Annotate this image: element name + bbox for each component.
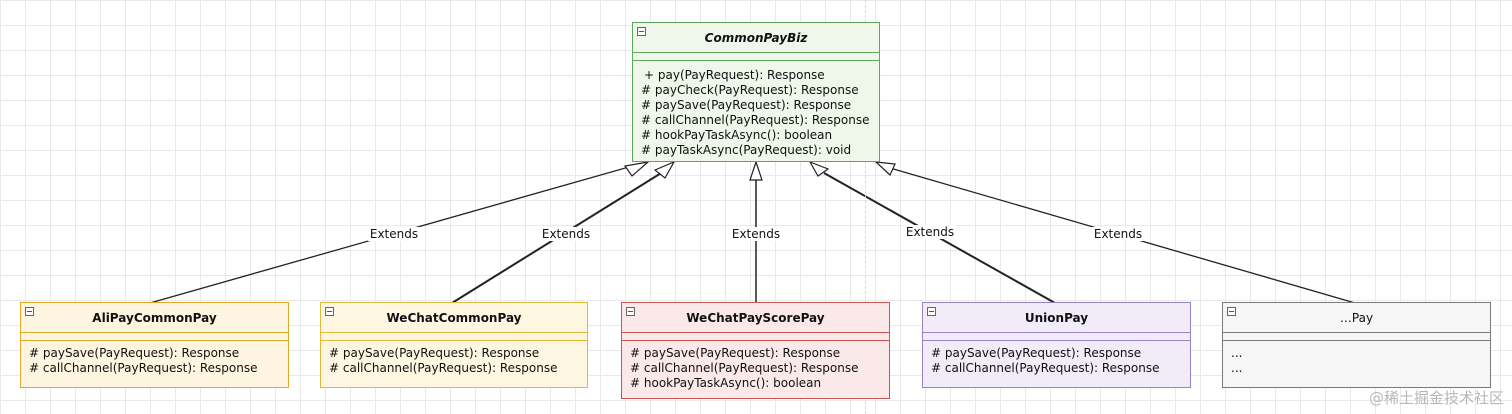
- operation: # paySave(PayRequest): Response: [29, 346, 240, 360]
- class-name: WeChatCommonPay: [386, 310, 522, 325]
- operations-compartment: ... ...: [1223, 341, 1490, 378]
- operation: # payCheck(PayRequest): Response: [641, 83, 859, 97]
- class-name: UnionPay: [1024, 310, 1089, 325]
- attributes-compartment: [21, 333, 288, 341]
- guide-line: [865, 0, 866, 414]
- class-header: CommonPayBiz: [633, 23, 879, 53]
- operations-compartment: + pay(PayRequest): Response # payCheck(P…: [633, 61, 879, 160]
- attributes-compartment: [1223, 333, 1490, 341]
- operation: # callChannel(PayRequest): Response: [931, 361, 1160, 375]
- operation: # callChannel(PayRequest): Response: [630, 361, 859, 375]
- class-unionpay[interactable]: UnionPay # paySave(PayRequest): Response…: [922, 302, 1191, 388]
- collapse-icon[interactable]: [927, 307, 936, 316]
- edge-label-unionpay: Extends: [903, 225, 957, 239]
- attributes-compartment: [622, 333, 889, 341]
- class-alipaycommonpay[interactable]: AliPayCommonPay # paySave(PayRequest): R…: [20, 302, 289, 388]
- collapse-icon[interactable]: [637, 27, 646, 36]
- operations-compartment: # paySave(PayRequest): Response # callCh…: [321, 341, 587, 378]
- attributes-compartment: [633, 53, 879, 61]
- collapse-icon[interactable]: [325, 307, 334, 316]
- attributes-compartment: [321, 333, 587, 341]
- watermark: @稀土掘金技术社区: [1368, 389, 1504, 407]
- edge-label-wechat: Extends: [539, 227, 593, 241]
- operation: ...: [1231, 361, 1243, 375]
- class-header: AliPayCommonPay: [21, 303, 288, 333]
- class-header: WeChatCommonPay: [321, 303, 587, 333]
- collapse-icon[interactable]: [626, 307, 635, 316]
- class-name: CommonPayBiz: [704, 30, 808, 45]
- class-header: WeChatPayScorePay: [622, 303, 889, 333]
- edge-label-alipay: Extends: [367, 227, 421, 241]
- attributes-compartment: [923, 333, 1190, 341]
- class-commonpaybiz[interactable]: CommonPayBiz + pay(PayRequest): Response…: [632, 22, 880, 162]
- operation: # paySave(PayRequest): Response: [630, 346, 841, 360]
- operation: ...: [1231, 346, 1243, 360]
- operations-compartment: # paySave(PayRequest): Response # callCh…: [923, 341, 1190, 378]
- class-header: UnionPay: [923, 303, 1190, 333]
- class-wechatcommonpay[interactable]: WeChatCommonPay # paySave(PayRequest): R…: [320, 302, 588, 388]
- arrowhead-morepay: [874, 161, 896, 177]
- arrowhead-wechat: [653, 160, 676, 179]
- operation: # hookPayTaskAsync(): boolean: [641, 128, 833, 142]
- operation: # callChannel(PayRequest): Response: [29, 361, 258, 375]
- operations-compartment: # paySave(PayRequest): Response # callCh…: [21, 341, 288, 378]
- class-name: …Pay: [1339, 310, 1374, 325]
- class-name: WeChatPayScorePay: [686, 310, 825, 325]
- operation: # hookPayTaskAsync(): boolean: [630, 376, 822, 390]
- operation: + pay(PayRequest): Response: [644, 68, 825, 82]
- operation: # paySave(PayRequest): Response: [931, 346, 1142, 360]
- collapse-icon[interactable]: [25, 307, 34, 316]
- class-morepay[interactable]: …Pay ... ...: [1222, 302, 1491, 388]
- class-header: …Pay: [1223, 303, 1490, 333]
- collapse-icon[interactable]: [1227, 307, 1236, 316]
- operation: # callChannel(PayRequest): Response: [641, 113, 870, 127]
- class-wechatpayscorepay[interactable]: WeChatPayScorePay # paySave(PayRequest):…: [621, 302, 890, 399]
- arrowhead-alipay: [623, 161, 651, 177]
- operations-compartment: # paySave(PayRequest): Response # callCh…: [622, 341, 889, 393]
- arrowhead-wechatscore: [749, 160, 763, 181]
- operation: # callChannel(PayRequest): Response: [329, 361, 558, 375]
- edge-label-morepay: Extends: [1091, 227, 1145, 241]
- operation: # paySave(PayRequest): Response: [329, 346, 540, 360]
- class-name: AliPayCommonPay: [92, 310, 217, 325]
- operation: # payTaskAsync(PayRequest): void: [641, 143, 852, 157]
- operation: # paySave(PayRequest): Response: [641, 98, 852, 112]
- edge-label-wechatscore: Extends: [729, 227, 783, 241]
- arrowhead-unionpay: [808, 160, 830, 177]
